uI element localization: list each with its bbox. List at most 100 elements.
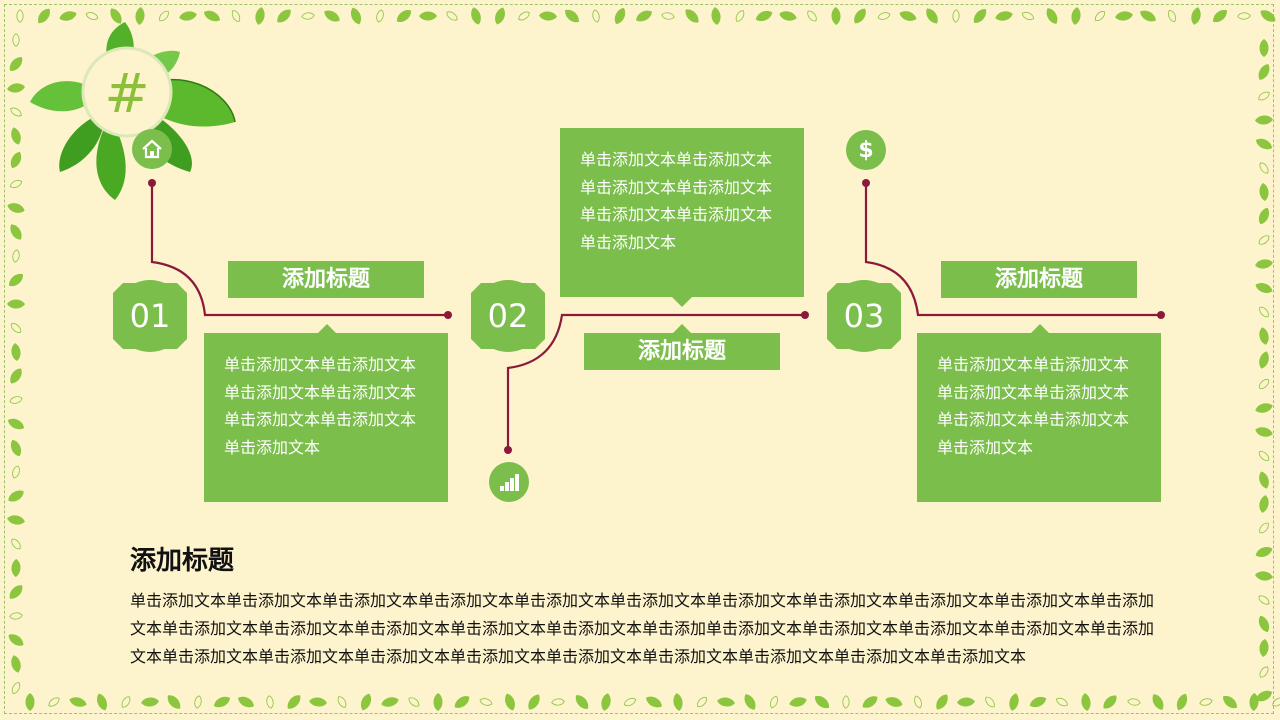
border-leaf	[97, 693, 107, 711]
border-leaf	[1021, 11, 1035, 21]
border-leaf	[1259, 495, 1269, 513]
border-leaf	[419, 11, 437, 21]
border-leaf	[12, 465, 20, 479]
border-leaf	[957, 697, 975, 707]
border-leaf	[1127, 698, 1141, 706]
border-leaf	[1259, 522, 1269, 534]
step-02-title: 添加标题	[584, 333, 780, 370]
border-leaf	[1258, 615, 1270, 633]
border-leaf	[10, 151, 22, 169]
border-leaf	[7, 299, 25, 309]
border-leaf	[433, 693, 443, 711]
border-leaf	[673, 693, 683, 711]
border-leaf	[1167, 9, 1177, 23]
border-leaf	[495, 7, 505, 25]
border-leaf	[842, 695, 850, 709]
border-leaf	[985, 696, 995, 708]
border-leaf	[1176, 693, 1188, 711]
border-leaf	[1259, 666, 1269, 678]
border-leaf	[287, 695, 301, 709]
border-leaf	[12, 33, 20, 47]
step-01-pointer	[317, 324, 337, 334]
border-leaf	[1029, 696, 1047, 708]
border-leaf	[9, 396, 23, 404]
border-leaf	[1071, 7, 1081, 25]
border-leaf	[914, 695, 922, 709]
border-leaf	[9, 57, 23, 71]
border-leaf	[1258, 451, 1270, 461]
border-leaf	[789, 697, 807, 707]
step-03-badge	[827, 280, 901, 352]
border-leaf	[1213, 9, 1227, 23]
dollar-icon: $	[846, 130, 886, 170]
border-leaf	[10, 368, 22, 384]
border-leaf	[10, 107, 22, 117]
border-leaf	[25, 693, 35, 711]
border-leaf	[350, 7, 362, 25]
border-leaf	[12, 249, 20, 263]
border-leaf	[11, 681, 21, 695]
border-leaf	[862, 696, 878, 708]
step-01-textbox: 单击添加文本单击添加文本单击添加文本单击添加文本单击添加文本单击添加文本单击添加…	[204, 333, 448, 502]
border-leaf	[16, 9, 24, 23]
border-leaf	[1272, 697, 1280, 707]
dollar-symbol: $	[858, 137, 874, 163]
border-leaf	[575, 695, 589, 709]
border-leaf	[179, 11, 197, 21]
border-leaf	[831, 7, 841, 25]
border-leaf	[194, 695, 202, 709]
border-leaf	[1258, 91, 1270, 101]
step-01-title: 添加标题	[228, 261, 424, 298]
step-03-pointer	[1030, 324, 1050, 334]
border-leaf	[1255, 138, 1273, 150]
border-leaf	[995, 11, 1013, 21]
border-leaf	[10, 439, 22, 457]
border-leaf	[685, 9, 699, 23]
border-leaf	[1140, 10, 1156, 22]
border-leaf	[454, 696, 470, 708]
border-leaf	[1258, 207, 1270, 225]
border-leaf	[1199, 698, 1213, 706]
border-leaf	[479, 698, 493, 706]
step-02-number: 02	[487, 297, 529, 335]
border-leaf	[539, 11, 557, 21]
border-leaf	[779, 11, 797, 21]
border-leaf	[11, 655, 21, 673]
border-leaf	[1103, 695, 1117, 709]
border-leaf	[1259, 639, 1269, 657]
border-leaf	[231, 9, 241, 23]
border-leaf	[11, 127, 21, 145]
border-leaf	[159, 10, 169, 22]
border-leaf	[471, 7, 481, 25]
border-leaf	[1255, 115, 1273, 125]
border-leaf	[8, 634, 24, 646]
border-leaf	[1046, 8, 1058, 24]
border-leaf	[636, 10, 652, 22]
border-leaf	[973, 9, 987, 23]
border-leaf	[1258, 379, 1270, 389]
logo-symbol: #	[104, 62, 149, 125]
border-leaf	[601, 693, 611, 711]
border-leaf	[623, 697, 637, 707]
border-leaf	[69, 697, 87, 707]
leaf-logo: #	[30, 22, 236, 200]
bottom-text: 单击添加文本单击添加文本单击添加文本单击添加文本单击添加文本单击添加文本单击添加…	[130, 591, 1155, 666]
border-leaf	[277, 9, 291, 23]
border-leaf	[807, 10, 817, 22]
border-leaf	[717, 697, 735, 707]
border-leaf	[10, 323, 22, 333]
border-leaf	[1115, 11, 1133, 21]
border-leaf	[203, 10, 221, 22]
border-leaf	[11, 538, 21, 550]
border-leaf	[8, 490, 24, 502]
border-leaf	[1095, 11, 1105, 21]
bottom-title: 添加标题	[130, 546, 235, 576]
border-leaf	[376, 9, 384, 23]
border-leaf	[1258, 595, 1270, 605]
border-leaf	[301, 12, 315, 20]
border-leaf	[565, 9, 579, 23]
border-leaf	[926, 8, 938, 24]
